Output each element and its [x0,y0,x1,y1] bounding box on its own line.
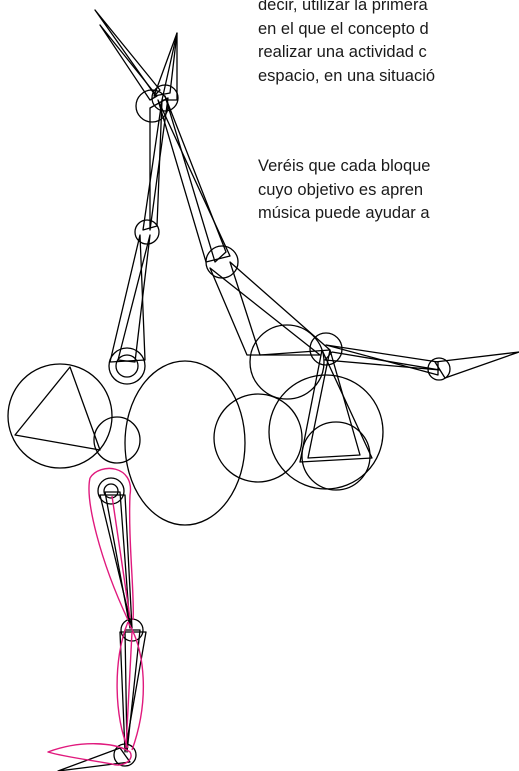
top-finger-1b [99,24,158,101]
hip-right-inner-circle [301,421,371,491]
upperarm-left [109,234,146,363]
forearm-right [157,99,231,263]
paragraph-2-line-2: cuyo objetivo es apren [258,180,424,199]
torso [7,324,384,526]
right-wrist-joint [427,357,451,381]
thigh-outline-inner [88,477,129,621]
paragraph-1-line-1: decir, utilizar la primera [258,0,428,14]
hip-left-triangle [14,366,101,451]
shin-outline-outer [127,621,145,751]
thigh-center-line [111,495,131,619]
torso-right-circle [213,393,303,483]
thigh-right-a [299,349,373,463]
left-leg [57,477,147,771]
paragraph-2-line-1: Veréis que cada bloque [258,157,431,175]
leg-highlight [47,467,145,766]
upperarm-right-b [229,261,331,356]
forearm-left-b [142,99,163,231]
shoulder-left-inner [115,354,139,378]
thigh-left [99,494,133,629]
paragraph-1-line-2: en el que el concepto d [258,19,429,38]
paragraph-1: decir, utilizar la primera en el que el … [258,0,519,88]
upperarm-left-b [117,234,151,363]
paragraph-1-line-3: realizar una actividad c [258,43,427,61]
top-wrist-joint-2 [151,84,179,112]
foot-outline [47,743,132,766]
thigh-right-b [307,349,361,459]
paragraph-1-line-4: espacio, en una situació [258,66,436,85]
hip-joint-left [93,416,141,464]
forearm-right-b [164,95,227,263]
top-hand [94,9,179,123]
upperarm-right [209,267,321,356]
top-finger-1 [94,9,161,96]
elbow-left-joint [134,219,160,245]
right-hand [434,351,519,379]
shin-center-line [125,631,133,749]
shin-outline-inner [116,621,129,749]
shoulder-right-circle [249,324,325,400]
shoulder-left-outer [108,347,146,385]
ankle-joint [113,743,137,767]
top-finger-2 [161,32,178,101]
foot-left [57,747,131,771]
upper-limbs [108,95,331,385]
right-arm [324,344,519,381]
right-arm-segment-b [324,351,441,371]
paragraph-2-line-3: música puede ayudar a [258,204,430,222]
thigh-left-b [104,491,131,629]
thigh-outline-outer [89,467,135,621]
top-finger-2b [153,32,178,97]
knee-upper-inner [103,483,119,499]
torso-ellipse [124,360,246,526]
hip-left-circle [7,363,113,469]
paragraph-2: Veréis que cada bloque cuyo objetivo es … [258,155,519,226]
knee-upper-joint [97,477,125,505]
